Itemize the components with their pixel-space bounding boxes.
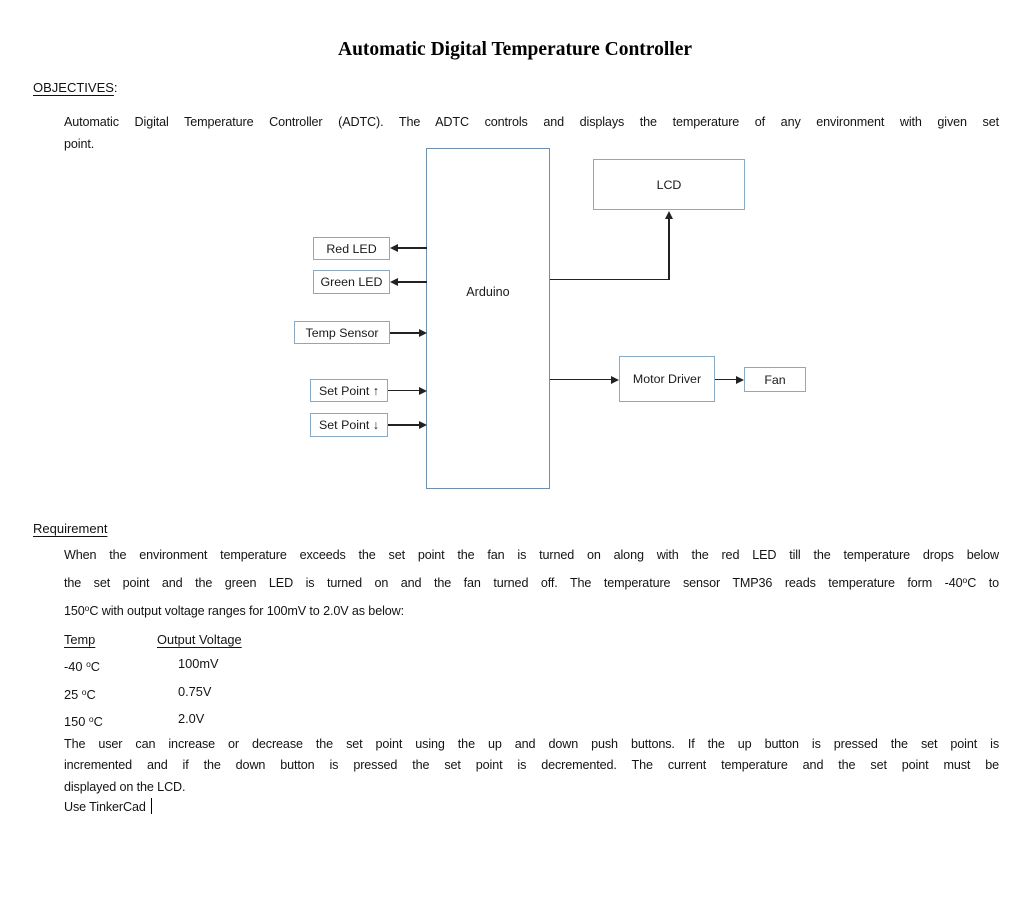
usage-paragraph: The user can increase or decrease the se… xyxy=(64,734,999,798)
block-fan: Fan xyxy=(744,367,806,392)
text-line: 150oC with output voltage ranges for 100… xyxy=(64,602,404,618)
block-green-led: Green LED xyxy=(313,270,390,294)
block-temp-sensor: Temp Sensor xyxy=(294,321,390,344)
use-tinkercad-text: Use TinkerCad xyxy=(64,800,146,814)
table-header-row: Temp Output Voltage xyxy=(64,628,317,652)
requirement-paragraph: When the environment temperature exceeds… xyxy=(64,543,999,623)
block-set-point-down-label: Set Point ↓ xyxy=(319,418,379,432)
text-line: the set point and the green LED is turne… xyxy=(64,574,999,590)
block-motor-driver: Motor Driver xyxy=(619,356,715,402)
block-arduino-label: Arduino xyxy=(466,285,510,299)
block-red-led-label: Red LED xyxy=(326,241,377,256)
text-line: displayed on the LCD. xyxy=(64,779,186,794)
objectives-heading-text: OBJECTIVES xyxy=(33,80,114,95)
voltage-table: Temp Output Voltage -40 oC 100mV 25 oC 0… xyxy=(64,628,317,735)
table-cell-voltage: 2.0V xyxy=(178,711,205,727)
block-set-point-down: Set Point ↓ xyxy=(310,413,388,437)
block-lcd-label: LCD xyxy=(656,177,682,192)
block-lcd: LCD xyxy=(593,159,745,210)
block-temp-sensor-label: Temp Sensor xyxy=(305,325,379,340)
table-row: 25 oC 0.75V xyxy=(64,683,212,702)
text-caret xyxy=(150,798,153,814)
block-arduino xyxy=(426,148,550,489)
block-set-point-up: Set Point ↑ xyxy=(310,379,388,402)
use-tinkercad-line: Use TinkerCad xyxy=(64,797,153,818)
text-line: point. xyxy=(64,136,95,151)
block-fan-label: Fan xyxy=(764,372,786,387)
page-title: Automatic Digital Temperature Controller xyxy=(337,39,693,60)
text-line: incremented and if the down button is pr… xyxy=(64,758,999,773)
text-line: When the environment temperature exceeds… xyxy=(64,548,999,562)
table-row: -40 oC 100mV xyxy=(64,656,219,675)
table-row: 150 oC 2.0V xyxy=(64,711,205,730)
table-header-voltage: Output Voltage xyxy=(157,632,242,647)
requirement-heading: Requirement xyxy=(33,521,107,536)
block-motor-driver-label: Motor Driver xyxy=(632,372,702,386)
objectives-paragraph: Automatic Digital Temperature Controller… xyxy=(64,112,999,155)
text-line: The user can increase or decrease the se… xyxy=(64,737,999,751)
table-cell-voltage: 100mV xyxy=(178,656,219,672)
block-set-point-up-label: Set Point ↑ xyxy=(319,383,379,398)
objectives-heading-colon: : xyxy=(113,80,118,95)
text-line: Automatic Digital Temperature Controller… xyxy=(64,115,999,129)
table-header-temp: Temp xyxy=(64,632,96,647)
objectives-heading: OBJECTIVES: xyxy=(33,80,118,95)
table-cell-voltage: 0.75V xyxy=(178,683,212,699)
block-green-led-label: Green LED xyxy=(320,275,383,289)
block-red-led: Red LED xyxy=(313,237,390,260)
requirement-heading-text: Requirement xyxy=(33,521,108,536)
